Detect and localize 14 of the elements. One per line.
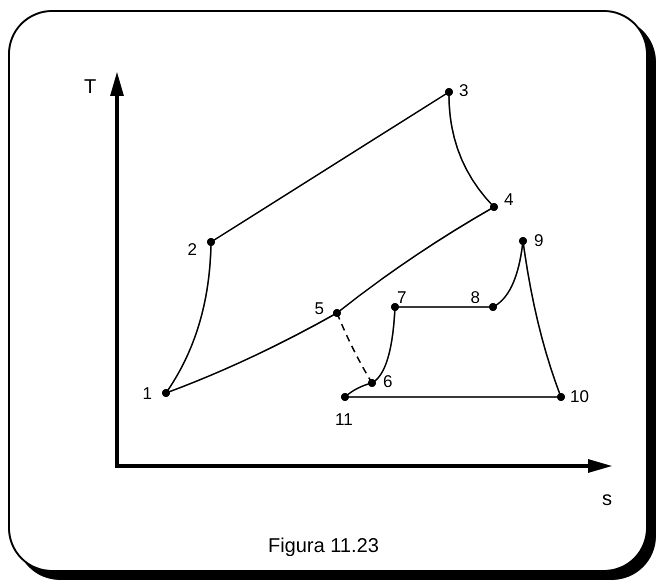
entropy-axis-label: s [602,488,612,511]
point-number: 1 [142,385,152,403]
point-number: 9 [534,232,544,250]
point-number: 3 [459,82,468,100]
point-number: 4 [504,191,514,209]
point-number: 8 [470,289,480,307]
point-number: 2 [188,241,197,259]
point-number: 7 [397,289,406,307]
point-number: 10 [570,388,589,406]
point-number: 5 [314,300,324,318]
point-number: 6 [383,373,392,391]
point-number: 11 [335,411,353,429]
temperature-axis-label: T [84,76,96,99]
figure-caption: Figura 11.23 [268,535,379,558]
